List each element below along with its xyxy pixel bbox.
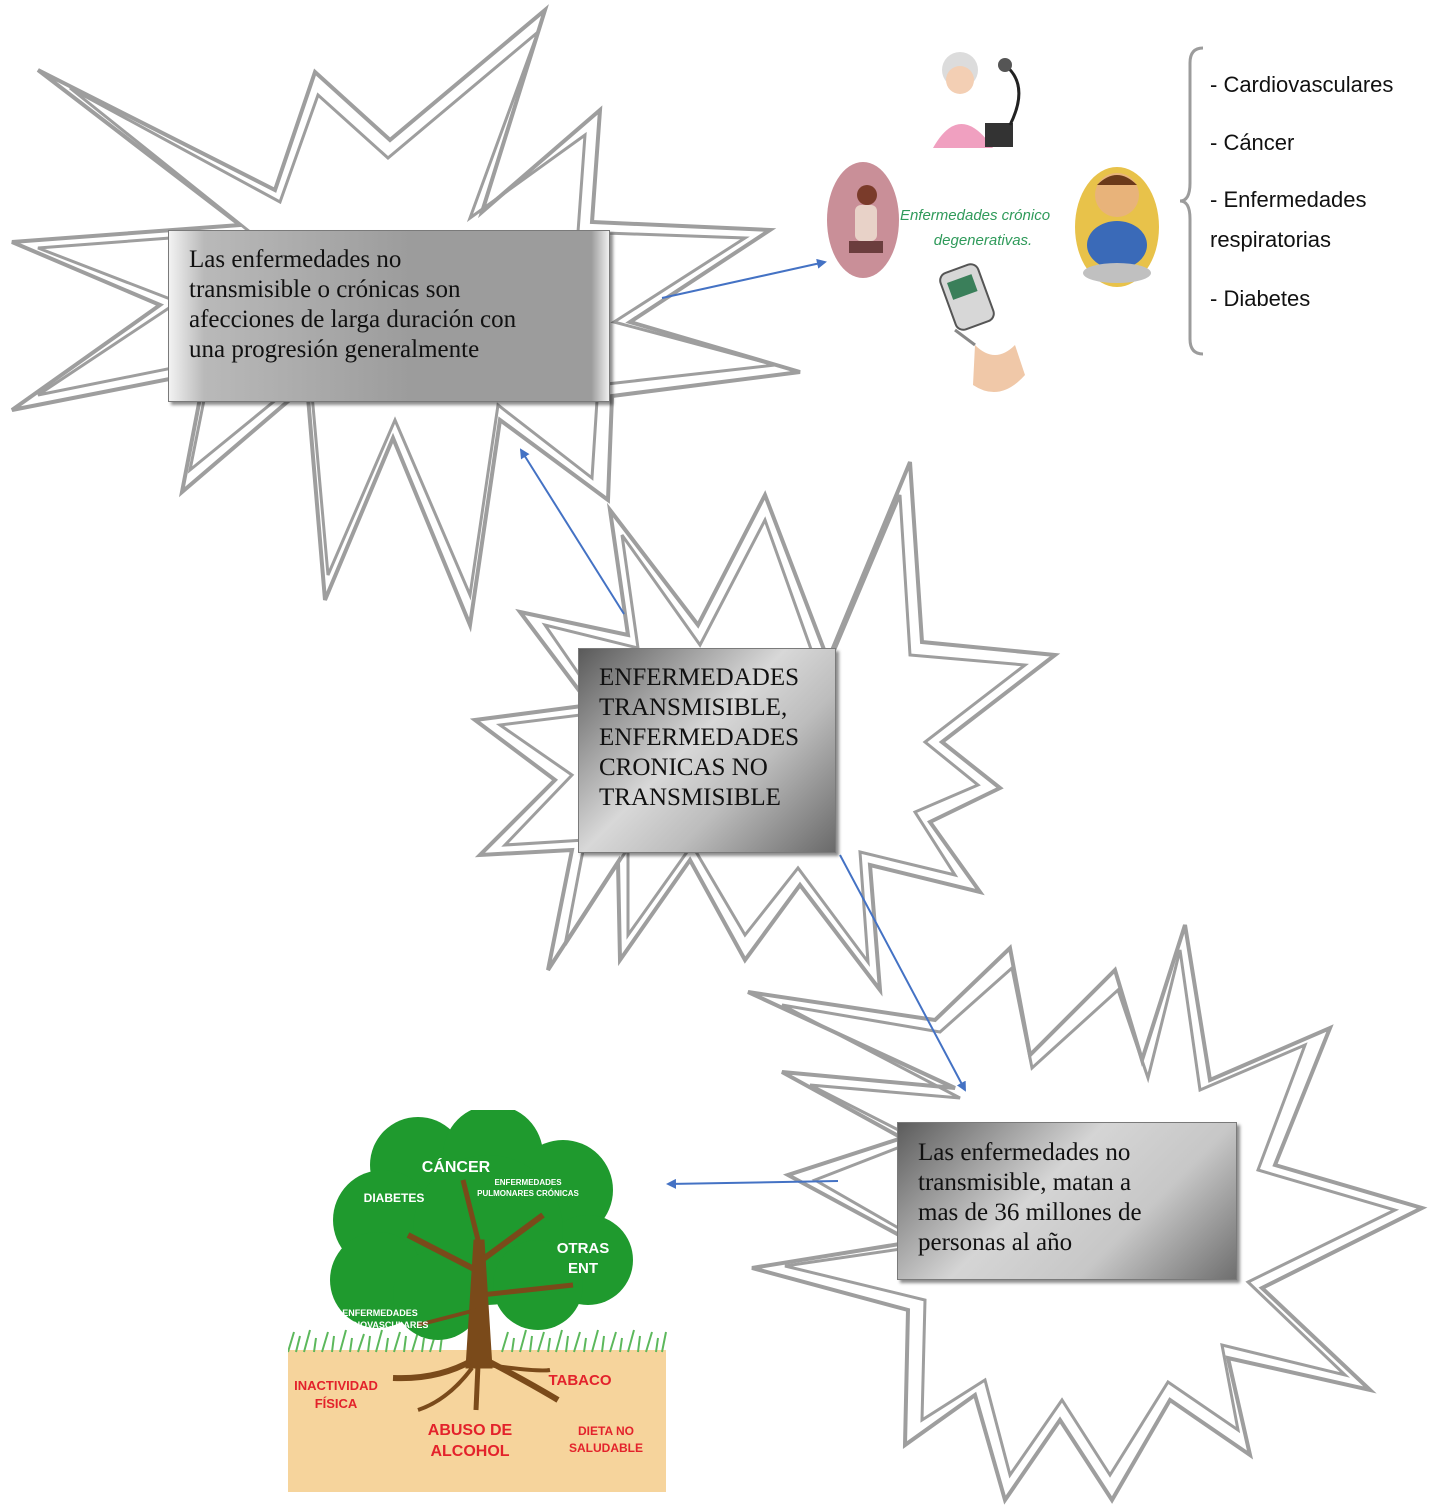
label-alcohol: ALCOHOL — [430, 1443, 509, 1460]
unhealthy-eating-icon — [1075, 167, 1159, 287]
central-topic-line: TRANSMISIBLE, — [599, 694, 788, 721]
arrow-center-to-top — [519, 448, 625, 615]
definition-line: transmisible o crónicas son — [189, 276, 461, 303]
definition-line: afecciones de larga duración con — [189, 306, 517, 333]
definition-line: una progresión generalmente — [189, 336, 480, 363]
arrow-to-tree — [666, 1178, 839, 1189]
ncd-tree-illustration: CÁNCER DIABETES ENFERMEDADES PULMONARES … — [288, 1110, 667, 1492]
label-cancer: CÁNCER — [422, 1157, 491, 1176]
label-diet: DIETA NO — [578, 1424, 634, 1438]
label-pulmonary: ENFERMEDADES — [494, 1178, 562, 1187]
arrow-to-illustration — [661, 258, 827, 299]
central-topic-line: ENFERMEDADES — [599, 724, 800, 751]
central-topic-box: ENFERMEDADES TRANSMISIBLE, ENFERMEDADES … — [578, 648, 836, 853]
grass — [288, 1329, 667, 1353]
label-others: ENT — [568, 1260, 598, 1277]
mortality-line: Las enfermedades no — [918, 1139, 1131, 1166]
central-topic-line: TRANSMISIBLE — [599, 784, 781, 811]
label-inactivity: FÍSICA — [315, 1396, 358, 1411]
arrow-center-to-bottom — [839, 854, 966, 1092]
list-item: - Enfermedades — [1210, 187, 1367, 212]
chronic-diseases-illustration: Enfermedades crónico degenerativas. — [827, 50, 1159, 393]
label-diet: SALUDABLE — [569, 1441, 643, 1455]
label-tobacco: TABACO — [548, 1372, 611, 1389]
central-topic-line: ENFERMEDADES — [599, 664, 800, 691]
label-alcohol: ABUSO DE — [428, 1422, 513, 1439]
definition-line: Las enfermedades no — [189, 246, 402, 273]
list-brace — [1179, 46, 1204, 356]
label-others: OTRAS — [557, 1240, 610, 1257]
list-item: - Cardiovasculares — [1210, 72, 1394, 97]
mortality-box: Las enfermedades no transmisible, matan … — [897, 1122, 1237, 1280]
label-diabetes: DIABETES — [364, 1191, 425, 1205]
patient-icon — [827, 162, 899, 278]
blood-pressure-icon — [925, 50, 1037, 148]
mortality-line: personas al año — [918, 1229, 1073, 1256]
illustration-caption: degenerativas. — [934, 232, 1032, 249]
list-item: - Cáncer — [1210, 130, 1295, 155]
illustration-caption: Enfermedades crónico — [900, 207, 1050, 224]
definition-box: Las enfermedades no transmisible o cróni… — [168, 230, 610, 402]
tree-crown — [330, 1110, 633, 1340]
mortality-line: transmisible, matan a — [918, 1169, 1132, 1196]
label-pulmonary: PULMONARES CRÓNICAS — [477, 1189, 579, 1198]
label-cardio: ENFERMEDADES — [342, 1308, 418, 1318]
mortality-line: mas de 36 millones de — [918, 1199, 1142, 1226]
list-item: respiratorias — [1210, 227, 1332, 252]
glucometer-icon — [939, 263, 1025, 393]
central-topic-line: CRONICAS NO — [599, 754, 768, 781]
label-inactivity: INACTIVIDAD — [294, 1378, 378, 1393]
tree-trunk — [392, 1179, 574, 1412]
label-cardio: CARDIOVASCULARES — [332, 1320, 429, 1330]
list-item: - Diabetes — [1210, 286, 1311, 311]
